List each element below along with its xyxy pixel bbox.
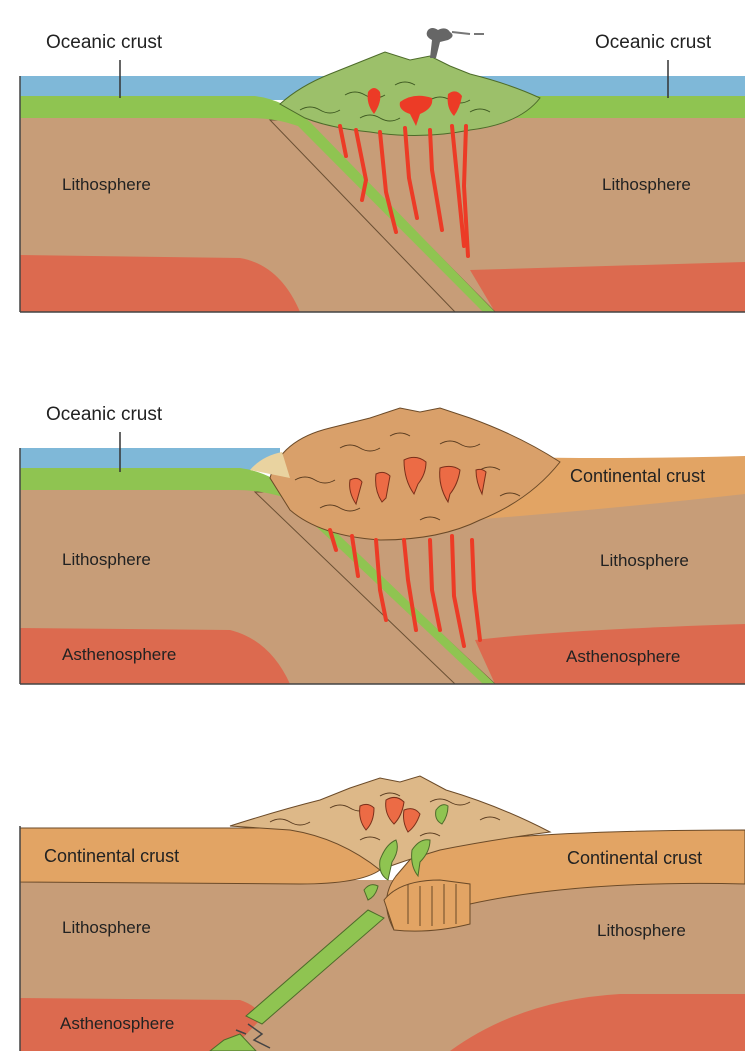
panel-continent-continent	[20, 776, 745, 1051]
label-lithosphere-right: Lithosphere	[602, 175, 691, 195]
panel-ocean-continent	[20, 408, 745, 684]
label-continental-crust-right: Continental crust	[570, 466, 705, 487]
label-asthenosphere-left: Asthenosphere	[60, 1014, 174, 1034]
label-oceanic-crust-left: Oceanic crust	[46, 32, 162, 54]
asthenosphere-right	[470, 262, 745, 312]
label-lithosphere-right: Lithosphere	[597, 921, 686, 941]
label-continental-crust-right: Continental crust	[567, 848, 702, 869]
plume-drift	[452, 32, 484, 34]
label-lithosphere-right: Lithosphere	[600, 551, 689, 571]
label-oceanic-crust-left: Oceanic crust	[46, 404, 162, 426]
eruption-plume	[427, 28, 453, 58]
label-lithosphere-left: Lithosphere	[62, 918, 151, 938]
label-asthenosphere-right: Asthenosphere	[566, 647, 680, 667]
label-lithosphere-left: Lithosphere	[62, 175, 151, 195]
panel-ocean-ocean	[20, 28, 745, 312]
ocean-water	[20, 448, 280, 470]
volcanic-arc	[280, 52, 540, 136]
label-asthenosphere-left: Asthenosphere	[62, 645, 176, 665]
label-lithosphere-left: Lithosphere	[62, 550, 151, 570]
label-oceanic-crust-right: Oceanic crust	[595, 32, 711, 54]
label-continental-crust-left: Continental crust	[44, 846, 179, 867]
